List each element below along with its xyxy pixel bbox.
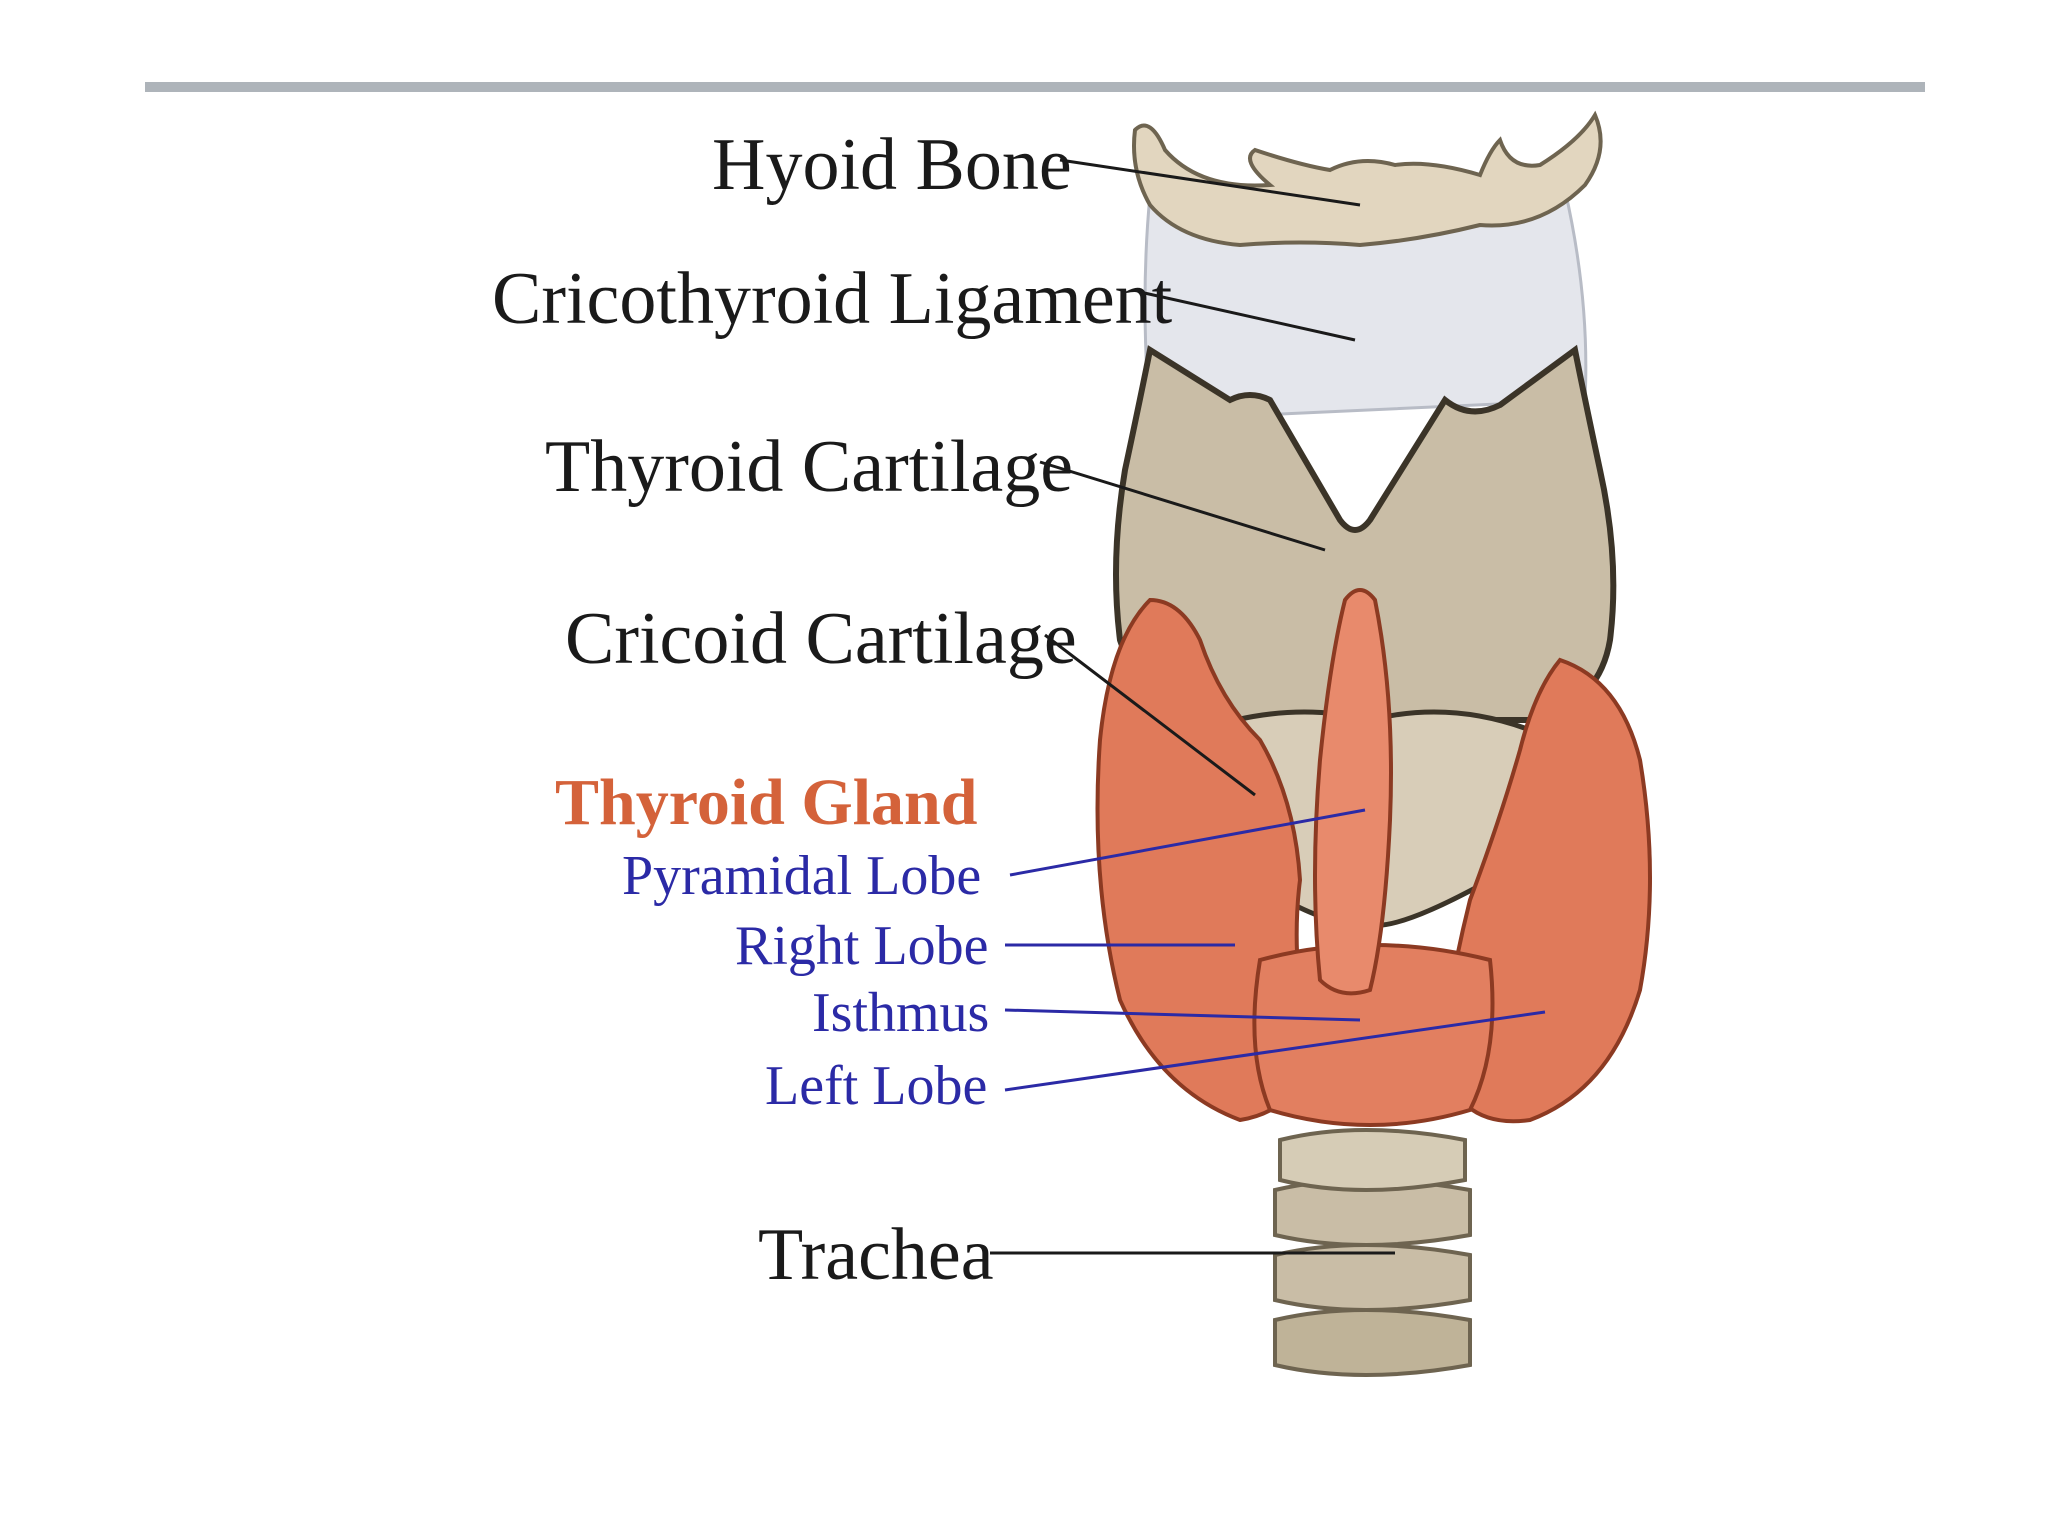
top-divider bbox=[145, 82, 1925, 92]
thyroid-isthmus bbox=[1252, 943, 1495, 1127]
label-cricothyroid-ligament: Cricothyroid Ligament bbox=[492, 258, 1173, 340]
thyroid-cartilage bbox=[1113, 344, 1617, 723]
hyoid-bone bbox=[1132, 110, 1603, 248]
label-thyroid-gland: Thyroid Gland bbox=[555, 766, 978, 839]
label-isthmus: Isthmus bbox=[812, 982, 990, 1044]
label-pyramidal-lobe: Pyramidal Lobe bbox=[622, 845, 982, 907]
cricothyroid-ligament bbox=[1143, 188, 1588, 422]
label-thyroid-cartilage: Thyroid Cartilage bbox=[545, 426, 1074, 508]
label-trachea: Trachea bbox=[758, 1214, 994, 1296]
label-right-lobe: Right Lobe bbox=[735, 915, 989, 977]
label-left-lobe: Left Lobe bbox=[765, 1055, 988, 1117]
structure-leader-lines bbox=[990, 158, 1395, 1255]
label-hyoid-bone: Hyoid Bone bbox=[712, 124, 1072, 206]
thyroid-pyramidal-lobe bbox=[1313, 588, 1393, 996]
gland-leader-lines bbox=[1004, 808, 1546, 1092]
trachea bbox=[1273, 1128, 1472, 1377]
label-cricoid-cartilage: Cricoid Cartilage bbox=[565, 598, 1077, 680]
